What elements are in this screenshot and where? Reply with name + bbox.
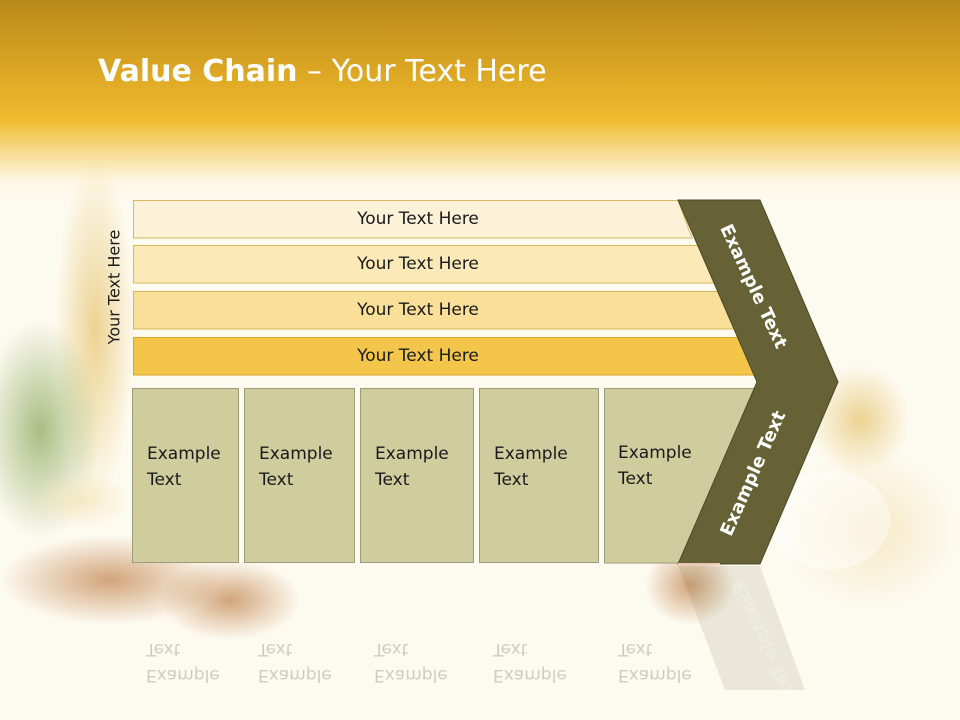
bar-1: Your Text Here <box>133 200 693 239</box>
title-rest: – Your Text Here <box>297 54 547 89</box>
bar-4: Your Text Here <box>133 337 765 376</box>
slide-title: Value Chain – Your Text Here <box>98 54 547 89</box>
side-label-text: Your Text Here <box>104 229 124 345</box>
bar-3: Your Text Here <box>133 291 741 330</box>
bar-2: Your Text Here <box>133 245 718 284</box>
bar-4-label: Your Text Here <box>357 346 479 366</box>
bar-1-label: Your Text Here <box>357 209 479 229</box>
bar-2-label: Your Text Here <box>357 254 479 274</box>
title-bold: Value Chain <box>98 54 298 89</box>
header-band <box>0 0 960 200</box>
side-label: Your Text Here <box>94 222 134 352</box>
bar-3-label: Your Text Here <box>357 300 479 320</box>
